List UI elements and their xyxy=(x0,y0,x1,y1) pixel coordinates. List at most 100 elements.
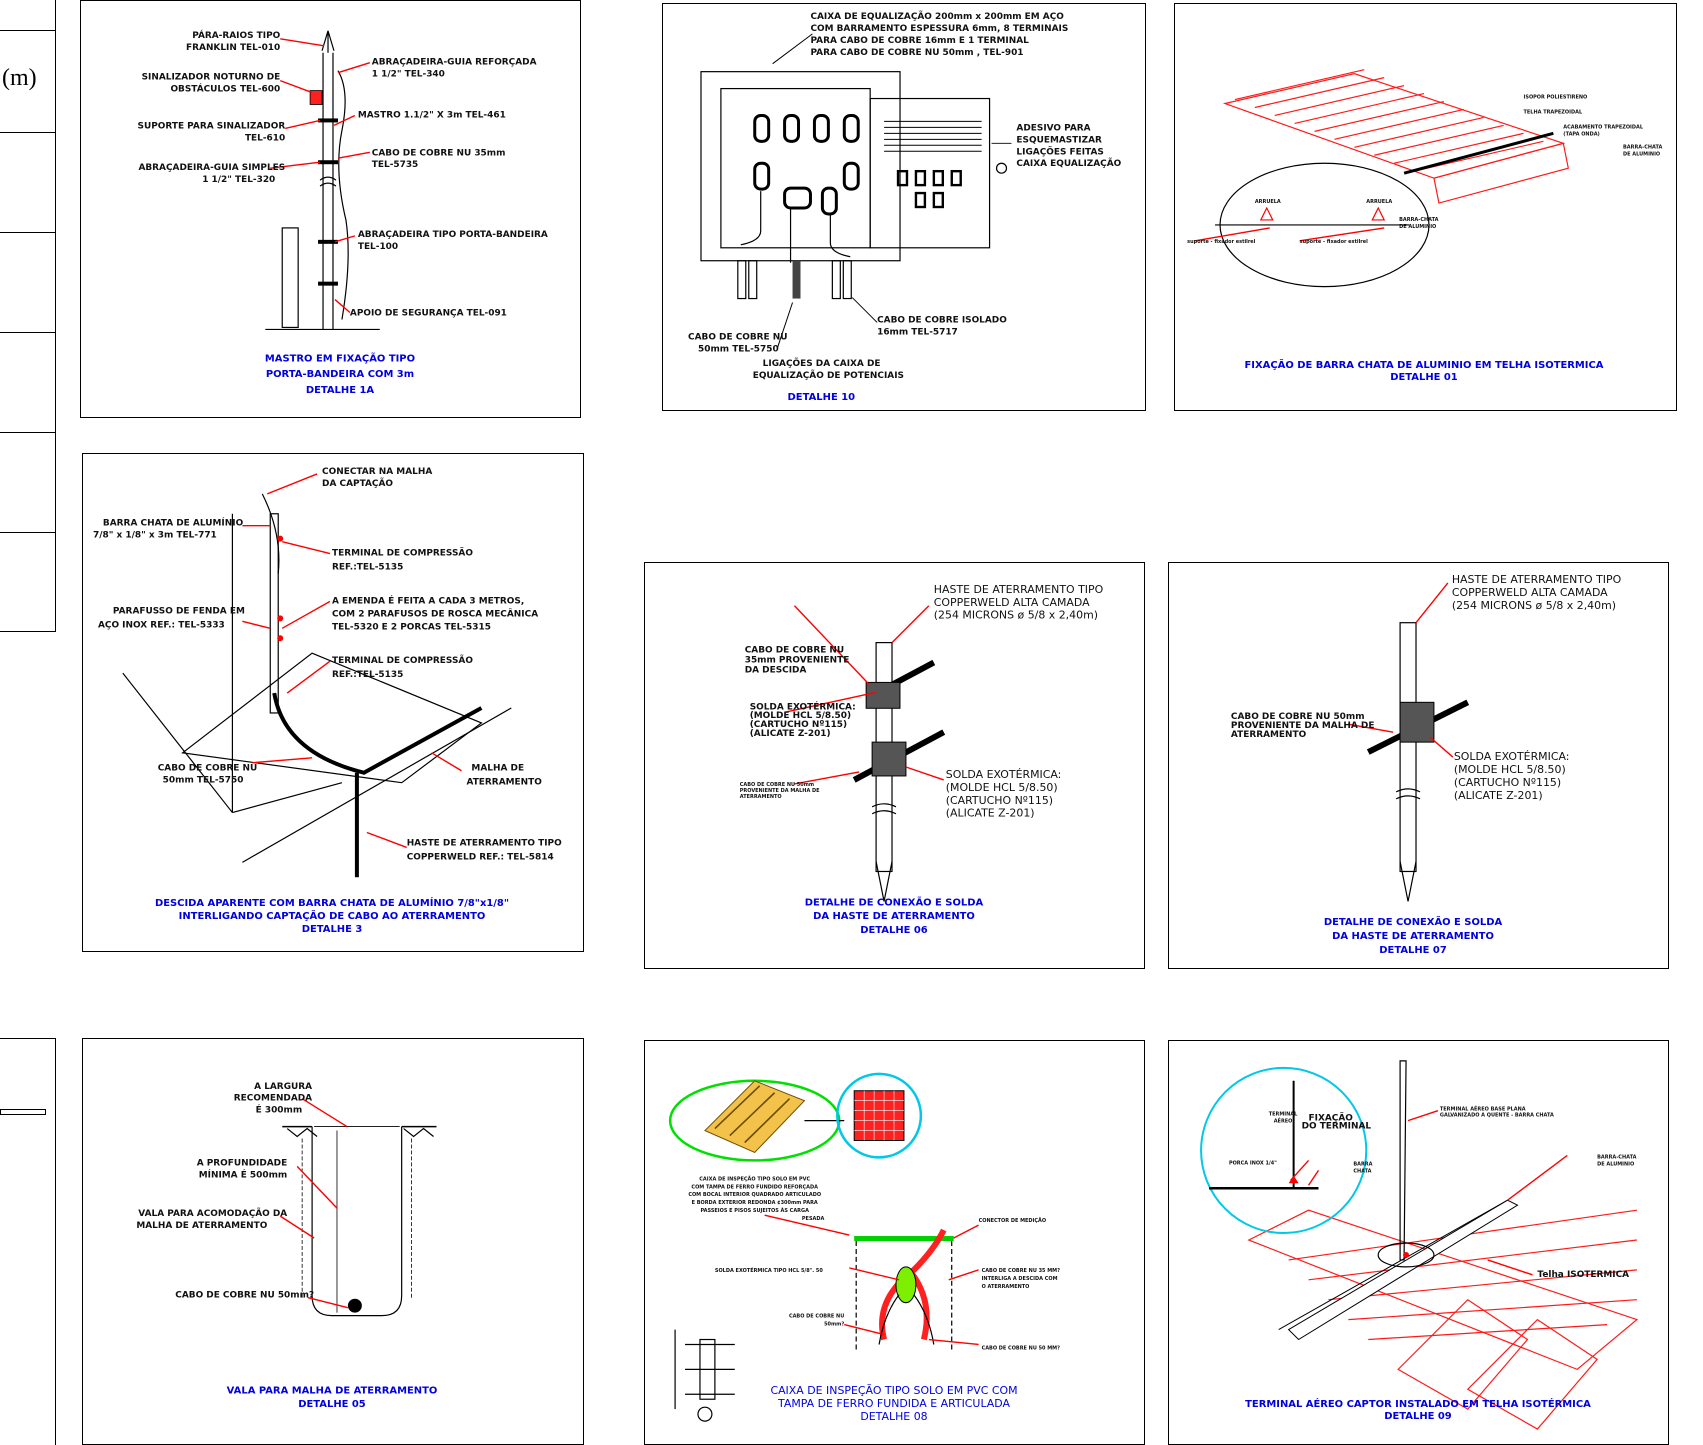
building xyxy=(122,493,512,878)
table-row xyxy=(0,132,56,232)
label: PESADA xyxy=(802,1216,825,1222)
label: A PROFUNDIDADE xyxy=(197,1158,288,1168)
label: (CARTUCHO Nº115) xyxy=(946,794,1053,807)
label: 35mm PROVENIENTE xyxy=(745,656,850,666)
label: CABO DE COBRE NU 50mm? xyxy=(175,1291,314,1301)
label: COPPERWELD ALTA CAMADA xyxy=(1452,586,1608,599)
labels: CONECTAR NA MALHA DA CAPTAÇÃO BARRA CHAT… xyxy=(93,467,562,862)
panel-detail-07: HASTE DE ATERRAMENTO TIPO COPPERWELD ALT… xyxy=(1168,562,1669,969)
label: ACABAMENTO TRAPEZOIDAL xyxy=(1563,124,1644,130)
label: PÁRA-RAIOS TIPO xyxy=(192,29,280,41)
table-row: (m) xyxy=(0,30,56,132)
panel-detail-3: CONECTAR NA MALHA DA CAPTAÇÃO BARRA CHAT… xyxy=(82,453,584,952)
label: CABO DE COBRE NU 35mm xyxy=(372,148,506,158)
label: DE ALUMINIO xyxy=(1399,224,1436,230)
label: COM BARRAMENTO ESPESSURA 6mm, 8 TERMINAI… xyxy=(810,24,1068,34)
label: CABO DE COBRE NU 50mm xyxy=(1231,712,1365,722)
panel-detail-05: A LARGURA RECOMENDADA É 300mm A PROFUNDI… xyxy=(82,1038,584,1445)
label: (MOLDE HCL 5/8.50) xyxy=(1454,763,1566,776)
panel-detail-08: CAIXA DE INSPEÇÃO TIPO SOLO EM PVC COM T… xyxy=(644,1040,1145,1445)
leaders xyxy=(279,1098,349,1309)
label: FRANKLIN TEL-010 xyxy=(186,43,280,53)
caption-line: DETALHE 07 xyxy=(1379,945,1447,956)
label: (254 MICRONS ø 5/8 x 2,40m) xyxy=(934,609,1098,622)
caption-line: DA HASTE DE ATERRAMENTO xyxy=(1332,931,1494,942)
mast-drawing: PÁRA-RAIOS TIPO FRANKLIN TEL-010 SINALIZ… xyxy=(138,29,548,396)
label: 7/8" x 1/8" x 3m TEL-771 xyxy=(93,531,217,541)
label: ABRAÇADEIRA-GUIA SIMPLES xyxy=(138,163,285,173)
label: AÉREO xyxy=(1274,1117,1293,1125)
labels: TERMINAL AÉREO FIXAÇÃO DO TERMINAL PORCA… xyxy=(1229,1105,1637,1280)
label: TEL-610 xyxy=(245,133,285,143)
label: (MOLDE HCL 5/8.50) xyxy=(750,711,851,721)
label: COM TAMPA DE FERRO FUNDIDO REFORÇADA xyxy=(691,1184,818,1190)
roof-bar-drawing: ISOPOR POLIESTIRENO TELHA TRAPEZOIDAL AC… xyxy=(1187,69,1662,383)
panel-detail-1a: PÁRA-RAIOS TIPO FRANKLIN TEL-010 SINALIZ… xyxy=(80,0,581,418)
label: TEL-5320 E 2 PORCAS TEL-5315 xyxy=(332,622,491,632)
label: CABO DE COBRE NU xyxy=(158,764,258,774)
label: ATERRAMENTO xyxy=(466,778,542,788)
caption-line: DETALHE 09 xyxy=(1384,1411,1452,1422)
caption: DESCIDA APARENTE COM BARRA CHATA DE ALUM… xyxy=(155,896,509,935)
label: CAIXA DE EQUALIZAÇÃO 200mm x 200mm EM AÇ… xyxy=(810,10,1064,22)
label: 50mm TEL-5750 xyxy=(698,344,779,354)
label: BARRA-CHATA xyxy=(1623,144,1662,150)
label: CABO DE COBRE NU 35 MM? xyxy=(982,1268,1061,1274)
leaders xyxy=(764,1214,979,1346)
label: CAIXA DE INSPEÇÃO TIPO SOLO EM PVC xyxy=(699,1175,810,1182)
label: ATERRAMENTO xyxy=(1231,730,1307,740)
label: A EMENDA É FEITA A CADA 3 METROS, xyxy=(332,594,524,606)
roof xyxy=(1222,69,1569,204)
label: BARRA-CHATA xyxy=(1399,217,1438,223)
label: ARRUELA xyxy=(1366,199,1392,205)
label: (ALICATE Z-201) xyxy=(1454,789,1543,802)
labels: CAIXA DE INSPEÇÃO TIPO SOLO EM PVC COM T… xyxy=(688,1175,1060,1351)
label: DE ALUMINIO xyxy=(1623,151,1660,157)
caption-line: FIXAÇÃO DE BARRA CHATA DE ALUMINIO EM TE… xyxy=(1245,358,1604,371)
label: COPPERWELD REF.: TEL-5814 xyxy=(407,852,554,862)
caption-line: DESCIDA APARENTE COM BARRA CHATA DE ALUM… xyxy=(155,896,509,909)
label: É 300mm xyxy=(256,1104,303,1116)
labels: ISOPOR POLIESTIRENO TELHA TRAPEZOIDAL AC… xyxy=(1187,95,1662,245)
label: SOLDA EXOTÉRMICA: xyxy=(946,768,1062,781)
label: CABO DE COBRE ISOLADO xyxy=(877,315,1007,325)
label: ESQUEMASTIZAR xyxy=(1016,135,1102,145)
unit-label: (m) xyxy=(2,65,37,91)
label: PROVENIENTE DA MALHA DE xyxy=(1231,721,1375,731)
section xyxy=(854,1228,954,1351)
label: Telha ISOTERMICA xyxy=(1537,1270,1629,1280)
label: TERMINAL DE COMPRESSÃO xyxy=(332,548,473,559)
caption-line: PORTA-BANDEIRA COM 3m xyxy=(266,369,414,380)
caption-line: DETALHE DE CONEXÃO E SOLDA xyxy=(805,895,984,908)
label: (CARTUCHO Nº115) xyxy=(750,720,847,730)
caption: FIXAÇÃO DE BARRA CHATA DE ALUMINIO EM TE… xyxy=(1245,358,1604,383)
labels: PÁRA-RAIOS TIPO FRANKLIN TEL-010 SINALIZ… xyxy=(138,29,548,319)
label: BARRA CHATA DE ALUMÍNIO xyxy=(103,517,244,529)
label: TELHA TRAPEZOIDAL xyxy=(1524,109,1583,115)
leaders xyxy=(270,38,371,314)
labels: HASTE DE ATERRAMENTO TIPO COPPERWELD ALT… xyxy=(740,583,1103,820)
grounding-rod-06-drawing: HASTE DE ATERRAMENTO TIPO COPPERWELD ALT… xyxy=(740,583,1103,936)
label: DO TERMINAL xyxy=(1302,1122,1372,1132)
label: ATERRAMENTO xyxy=(740,794,782,800)
table-row xyxy=(0,232,56,332)
labels: A LARGURA RECOMENDADA É 300mm A PROFUNDI… xyxy=(136,1082,314,1301)
label: GALVANIZADO A QUENTE - BARRA CHATA xyxy=(1440,1113,1554,1119)
label: BARRA xyxy=(1353,1161,1372,1167)
label: DA CAPTAÇÃO xyxy=(322,478,393,489)
caption-line: DETALHE 01 xyxy=(1390,372,1458,383)
label: REF.:TEL-5135 xyxy=(332,670,403,680)
labels: HASTE DE ATERRAMENTO TIPO COPPERWELD ALT… xyxy=(1231,573,1621,802)
label: FIXAÇÃO xyxy=(1309,1112,1354,1124)
leaders xyxy=(1348,582,1454,758)
label: CONECTAR NA MALHA xyxy=(322,467,432,477)
label: ARRUELA xyxy=(1255,199,1281,205)
label: RECOMENDADA xyxy=(234,1094,312,1104)
caption-line: DETALHE 10 xyxy=(788,392,856,403)
caption-line: DETALHE 06 xyxy=(860,925,928,936)
grounding-rod-07-drawing: HASTE DE ATERRAMENTO TIPO COPPERWELD ALT… xyxy=(1231,573,1621,956)
label: ISOPOR POLIESTIRENO xyxy=(1524,95,1588,101)
label: LIGAÇÕES DA CAIXA DE xyxy=(763,357,881,369)
label: VALA PARA ACOMODAÇÃO DA xyxy=(138,1207,287,1219)
label: 1 1/2" TEL-340 xyxy=(372,70,445,80)
